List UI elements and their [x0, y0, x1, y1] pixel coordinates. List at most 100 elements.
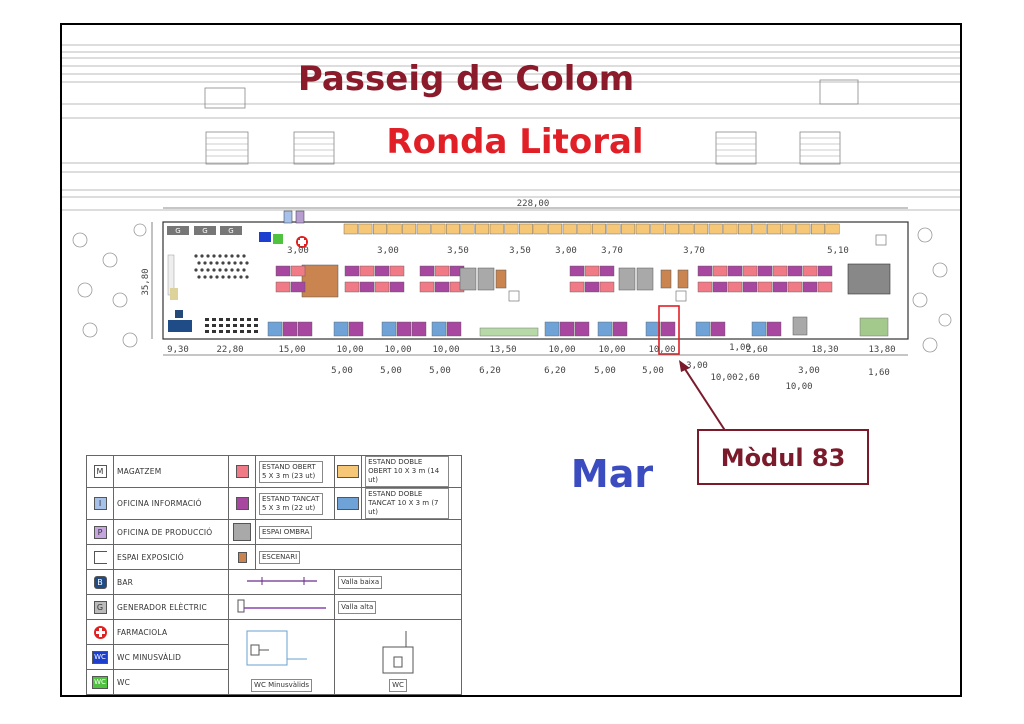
- legend-wc-disabled-caption: WC Minusvàlids: [251, 679, 312, 692]
- module-83-highlight[interactable]: [658, 305, 680, 355]
- stand-upper: [599, 265, 615, 277]
- stand-double-open: [723, 223, 738, 235]
- seat-dot: [194, 268, 198, 272]
- dim-bottom: 10,00: [598, 345, 625, 355]
- dim-bottom: 2,60: [746, 345, 768, 355]
- legend-stage: ESCENARI: [259, 550, 301, 564]
- seat-block: [212, 318, 216, 321]
- stand-bottom: [660, 321, 676, 337]
- stand-double-open: [650, 223, 665, 235]
- stage-block: [301, 264, 339, 298]
- fence-high-line: [237, 599, 326, 613]
- dim-lower: 3,00: [798, 366, 820, 376]
- dim-lower: 5,00: [380, 366, 402, 376]
- dim-lower: 10,00: [710, 373, 737, 383]
- stand-bottom: [267, 321, 283, 337]
- stand-lower: [742, 281, 758, 293]
- legend: M MAGATZEM ESTAND OBERT 5 X 3 m (23 ut) …: [86, 455, 462, 695]
- stand-lower: [290, 281, 306, 293]
- stand-lower: [712, 281, 728, 293]
- exhibit-space-legend-icon: [93, 550, 107, 564]
- wc-icon[interactable]: [273, 234, 283, 244]
- stand-bottom: [544, 321, 560, 337]
- stand-upper: [275, 265, 291, 277]
- dim-lower: 6,20: [479, 366, 501, 376]
- seat-dot: [227, 261, 231, 265]
- module-callout: Mòdul 83: [721, 444, 846, 472]
- stand-double-open: [489, 223, 504, 235]
- stand-bottom: [612, 321, 628, 337]
- stand-double-open: [504, 223, 519, 235]
- info-office-legend-icon: I: [93, 497, 107, 510]
- left-seating: [167, 254, 192, 332]
- info-office-icon[interactable]: [283, 210, 293, 224]
- stand-double-open: [635, 223, 650, 235]
- seat-dot: [242, 268, 246, 272]
- stand-lower: [359, 281, 375, 293]
- stand-double-closed-swatch: [337, 497, 360, 510]
- stand-upper: [787, 265, 803, 277]
- sea-label: Mar: [571, 452, 653, 496]
- stand-bottom: [297, 321, 313, 337]
- dim-top: 5,10: [827, 246, 849, 256]
- seat-block: [247, 318, 251, 321]
- callout-arrow-line: [682, 365, 727, 433]
- dim-top: 3,00: [377, 246, 399, 256]
- wc-legend-icon: WC: [92, 675, 108, 689]
- dim-lower: 3,00: [686, 361, 708, 371]
- stand-double-open: [387, 223, 402, 235]
- stand-upper: [742, 265, 758, 277]
- stand-lower: [697, 281, 713, 293]
- bar-legend-icon: B: [93, 575, 107, 589]
- seat-block: [212, 330, 216, 333]
- dim-bottom: 10,00: [384, 345, 411, 355]
- legend-wc-disabled: WC MINUSVÀLID: [113, 644, 229, 670]
- wc-diagram: [382, 631, 414, 674]
- stand-upper: [727, 265, 743, 277]
- stand-upper: [712, 265, 728, 277]
- exhibit-green-2: [859, 317, 889, 337]
- wc-disabled-diagram: [246, 630, 307, 666]
- stand-bottom: [396, 321, 412, 337]
- road-lines: [62, 44, 960, 211]
- stand-bottom: [348, 321, 364, 337]
- seat-dot: [209, 261, 213, 265]
- stand-lower: [817, 281, 833, 293]
- seat-dot: [203, 261, 207, 265]
- stand-double-open: [621, 223, 636, 235]
- seat-dot: [197, 275, 201, 279]
- seat-dot: [236, 268, 240, 272]
- seat-block: [212, 324, 216, 327]
- street-top-label: Passeig de Colom: [298, 59, 634, 99]
- stand-bottom: [574, 321, 590, 337]
- hatch-lines: [206, 137, 840, 157]
- dim-bottom: 10,00: [648, 345, 675, 355]
- dim-top: 3,50: [447, 246, 469, 256]
- stand-lower: [389, 281, 405, 293]
- stand-double-open: [781, 223, 796, 235]
- seat-block: [205, 330, 209, 333]
- stand-lower: [374, 281, 390, 293]
- seat-dot: [215, 261, 219, 265]
- legend-exhibit-space: ESPAI EXPOSICIÓ: [113, 544, 229, 570]
- production-office-icon[interactable]: [295, 210, 305, 224]
- seat-block: [233, 324, 237, 327]
- stand-upper: [389, 265, 405, 277]
- shade-swatch: [233, 523, 251, 541]
- seat-dot: [221, 261, 225, 265]
- seat-dot: [230, 268, 234, 272]
- seat-dot: [215, 275, 219, 279]
- svg-text:G: G: [175, 227, 180, 235]
- dim-top: 3,00: [555, 246, 577, 256]
- stand-bottom: [381, 321, 397, 337]
- seat-dot: [236, 254, 240, 258]
- seat-dot: [224, 254, 228, 258]
- stand-double-open: [606, 223, 621, 235]
- svg-text:G: G: [228, 227, 233, 235]
- stand-upper: [569, 265, 585, 277]
- wc-disabled-icon[interactable]: [259, 232, 271, 242]
- stand-bottom: [411, 321, 427, 337]
- callout-arrowhead: [679, 360, 690, 372]
- stand-double-open: [708, 223, 723, 235]
